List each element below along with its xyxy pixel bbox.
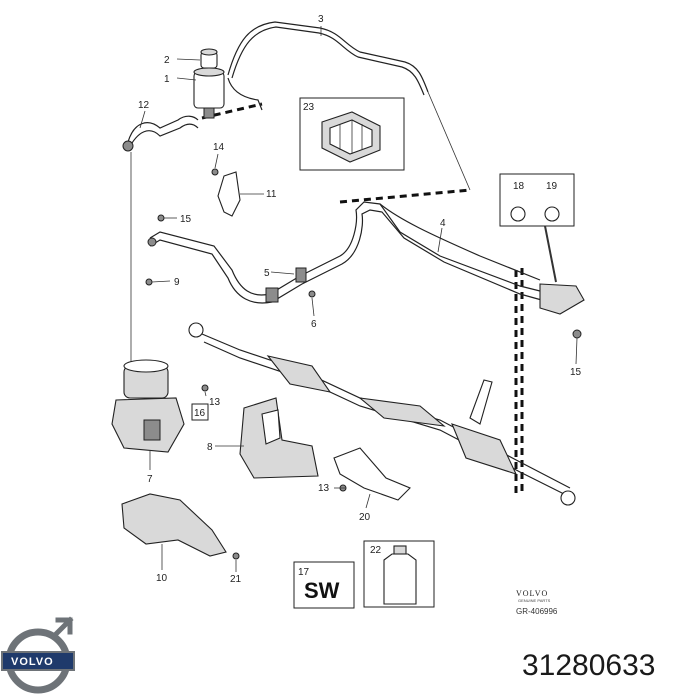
- callout-20: 20: [359, 512, 371, 523]
- callout-23: 23: [303, 102, 315, 113]
- reservoir-1: [193, 48, 225, 119]
- callout-10: 10: [156, 573, 168, 584]
- detail-box-22: [363, 540, 435, 608]
- callout-4: 4: [440, 218, 446, 229]
- bracket-8: [239, 397, 319, 479]
- callout-17: 17: [298, 567, 310, 578]
- logo-wordmark: VOLVO: [11, 656, 54, 668]
- callout-21: 21: [230, 574, 242, 585]
- callout-labels: 1 2 3 4 5 6 7 8 9 10 11 12 13 13 14 15 1…: [138, 14, 582, 585]
- brand-subtitle: GENUINE PARTS: [518, 598, 551, 603]
- bracket-11: [211, 168, 241, 217]
- callout-12: 12: [138, 100, 150, 111]
- callout-9: 9: [174, 277, 180, 288]
- clip-6: [308, 290, 316, 298]
- callout-13-left: 13: [209, 397, 221, 408]
- callout-13-right: 13: [318, 483, 330, 494]
- callout-22: 22: [370, 545, 382, 556]
- label-box-16: [191, 403, 209, 421]
- volvo-logo: VOLVO: [1, 616, 75, 694]
- return-hose-4: [147, 201, 561, 305]
- detail-box-23: [299, 97, 405, 171]
- callout-7: 7: [147, 474, 153, 485]
- reference-code: GR-406996: [516, 607, 558, 616]
- callout-5: 5: [264, 268, 270, 279]
- callout-11: 11: [266, 189, 277, 200]
- part-number: 31280633: [522, 649, 655, 682]
- high-pressure-hose-3: [227, 21, 429, 111]
- dashed-guide-middle: [339, 188, 471, 204]
- clip-9: [145, 278, 153, 286]
- callout-18: 18: [513, 181, 525, 192]
- bolt-13-left: [201, 384, 209, 392]
- detail-box-18-19: [499, 173, 575, 283]
- steering-rack: [188, 322, 576, 506]
- callout-16: 16: [194, 408, 206, 419]
- callout-3: 3: [318, 14, 324, 25]
- callout-14: 14: [213, 142, 225, 153]
- pump-7: [111, 359, 185, 453]
- pipe-connector: [539, 283, 585, 339]
- bolt-15-left: [157, 214, 165, 222]
- callout-1: 1: [164, 74, 170, 85]
- suction-hose-12: [122, 115, 199, 152]
- callout-19: 19: [546, 181, 558, 192]
- callout-15-right: 15: [570, 367, 582, 378]
- dashed-guide-top: [201, 102, 263, 120]
- bracket-20: [333, 447, 411, 501]
- sw-label: SW: [304, 578, 340, 603]
- callout-15-left: 15: [180, 214, 192, 225]
- leader-lines: [139, 26, 578, 572]
- brand-name: VOLVO: [516, 589, 548, 598]
- bracket-10: [121, 493, 240, 560]
- callout-6: 6: [311, 319, 317, 330]
- callout-8: 8: [207, 442, 213, 453]
- label-box-17: [293, 561, 355, 609]
- callout-2: 2: [164, 55, 170, 66]
